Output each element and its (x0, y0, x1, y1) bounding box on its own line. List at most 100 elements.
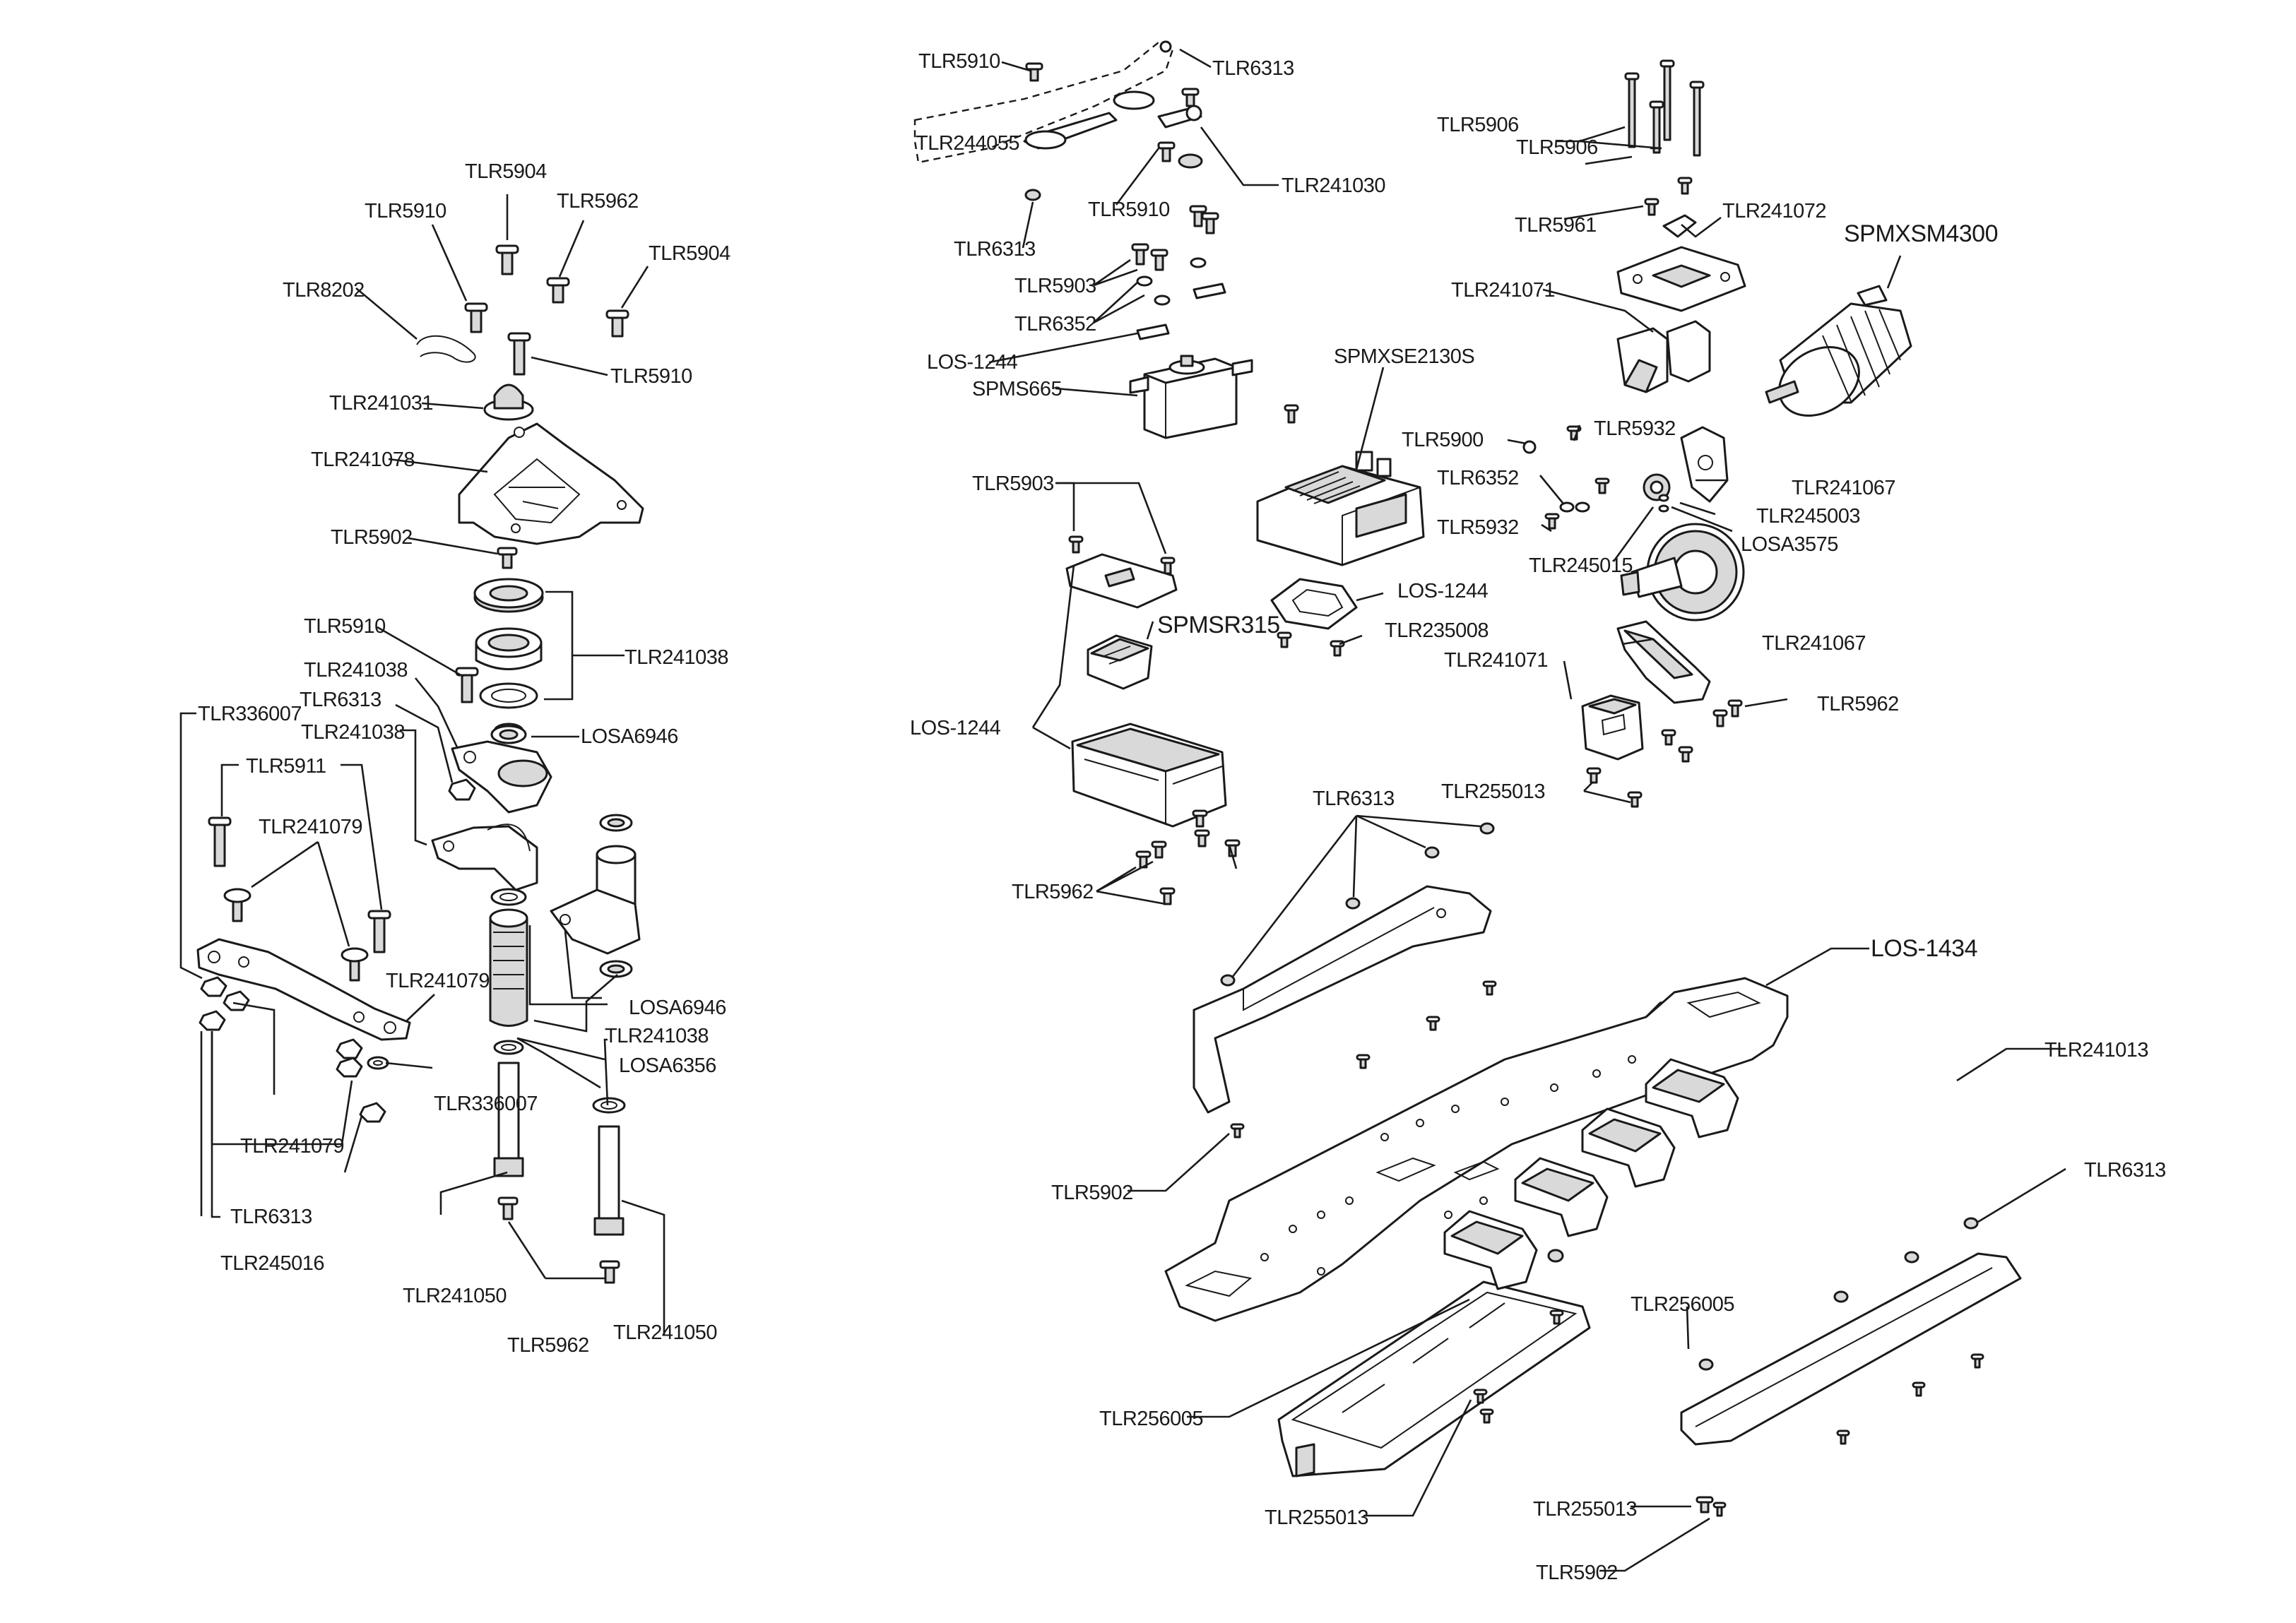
label-tlr5906: TLR5906 (1437, 114, 1519, 136)
screw-part (1482, 980, 1497, 996)
esc-mount-part (1270, 578, 1358, 630)
screw-part (208, 816, 232, 867)
battery-strap-part (1514, 1157, 1609, 1237)
screw-part (1594, 477, 1610, 494)
label-tlr241071: TLR241071 (1444, 649, 1548, 672)
motor-mount-plate-part (1662, 214, 1697, 238)
washer-part (479, 682, 538, 709)
label-tlr5903: TLR5903 (1014, 275, 1096, 297)
leader-lines (179, 48, 2066, 1572)
pinion-gear-part (1643, 473, 1671, 501)
screw-part (605, 309, 629, 338)
screw-part (1727, 699, 1743, 718)
screw-part (1194, 829, 1210, 848)
bearing-part (599, 960, 633, 978)
part-labels: TLR5904 TLR5910 TLR5962 TLR5904 TLR8202 … (198, 50, 2166, 1584)
screw-part (1356, 1054, 1371, 1069)
bump-stop-part (483, 384, 534, 421)
nut-part (1479, 822, 1495, 835)
label-tlr5910: TLR5910 (365, 200, 446, 222)
diff-mount-part (1680, 426, 1729, 503)
battery-strap-part (1443, 1210, 1538, 1290)
label-tlr241072: TLR241072 (1722, 200, 1826, 222)
label-tlr241038: TLR241038 (605, 1025, 709, 1047)
screw-part (1192, 809, 1208, 828)
screw-part (1678, 746, 1693, 763)
label-tlr241038: TLR241038 (301, 721, 405, 744)
servo-part (1129, 355, 1253, 439)
screw-part (1201, 212, 1219, 234)
motor-mount-part (1581, 694, 1644, 761)
label-tlr241079: TLR241079 (259, 816, 362, 838)
washer-part (493, 1040, 524, 1055)
nut-part (1345, 897, 1361, 910)
screw-part (1544, 513, 1560, 530)
screw-part (1025, 62, 1043, 82)
servo-horn-part (1157, 105, 1202, 129)
motor-part (1765, 285, 1912, 417)
screw-part (1627, 791, 1643, 808)
screw-part (1068, 535, 1084, 554)
bushing-part (490, 888, 527, 906)
washer-part (592, 1097, 626, 1114)
screw-part (1689, 81, 1705, 157)
label-tlr5903: TLR5903 (972, 472, 1054, 495)
label-tlr5904: TLR5904 (649, 242, 730, 265)
label-tlr6352: TLR6352 (1437, 467, 1519, 489)
screw-part (1160, 557, 1176, 575)
label-tlr5906: TLR5906 (1516, 136, 1598, 159)
screw-part (1712, 709, 1728, 727)
body-clip-part (416, 335, 476, 363)
receiver-box-part (1071, 723, 1227, 828)
label-tlr5932: TLR5932 (1594, 417, 1676, 440)
label-tlr5910: TLR5910 (610, 365, 692, 388)
screw-part (464, 302, 488, 333)
screw-part (1426, 1016, 1440, 1031)
label-tlr336007: TLR336007 (198, 703, 302, 725)
label-spmxse2130s: SPMXSE2130S (1334, 345, 1474, 368)
label-tlr6352: TLR6352 (1014, 313, 1096, 335)
chassis-plate-part (1164, 977, 1789, 1322)
label-tlr241079: TLR241079 (386, 970, 490, 992)
screw-part (546, 277, 570, 304)
screw-part (495, 244, 519, 275)
screw-part (1696, 1496, 1714, 1514)
nut-part (336, 1038, 363, 1059)
bellcrank-part (431, 824, 538, 891)
label-tlr241031: TLR241031 (329, 392, 433, 415)
battery-brace-part (1680, 1252, 2022, 1446)
label-tlr245015: TLR245015 (1529, 554, 1633, 577)
ball-stud-part (223, 888, 252, 922)
nut-part (1698, 1358, 1714, 1371)
nut-part (1424, 846, 1440, 859)
nut-part (359, 1102, 386, 1123)
bearing-part (599, 814, 633, 832)
screw-part (1566, 425, 1582, 441)
label-tlr5902: TLR5902 (331, 526, 413, 549)
esc-assembly (1256, 404, 1425, 657)
label-tlr6313: TLR6313 (2084, 1159, 2166, 1182)
motor-plate-part (1616, 246, 1746, 312)
label-tlr241071: TLR241071 (1451, 279, 1555, 302)
screw-part (1151, 840, 1167, 859)
screw-part (497, 547, 518, 569)
screw-part (1135, 850, 1152, 869)
screw-part (1649, 100, 1664, 154)
screw-part (1677, 177, 1693, 195)
label-tlr6313: TLR6313 (954, 238, 1036, 261)
chassis-assembly (1164, 822, 2022, 1517)
screw-part (1522, 440, 1537, 454)
label-tlr6313: TLR6313 (1313, 787, 1395, 810)
screw-part (1159, 887, 1176, 905)
steering-post-part (550, 845, 641, 955)
battery-strap-part (1581, 1107, 1676, 1188)
servo-receiver-assembly (913, 40, 1253, 905)
nut-part (199, 1010, 226, 1031)
top-plate-part (458, 422, 644, 545)
label-losa6356: LOSA6356 (619, 1054, 716, 1077)
label-tlr241078: TLR241078 (311, 448, 415, 471)
label-tlr241067: TLR241067 (1762, 632, 1866, 655)
diff-mount-part (1616, 620, 1711, 704)
label-tlr8202: TLR8202 (283, 279, 365, 302)
